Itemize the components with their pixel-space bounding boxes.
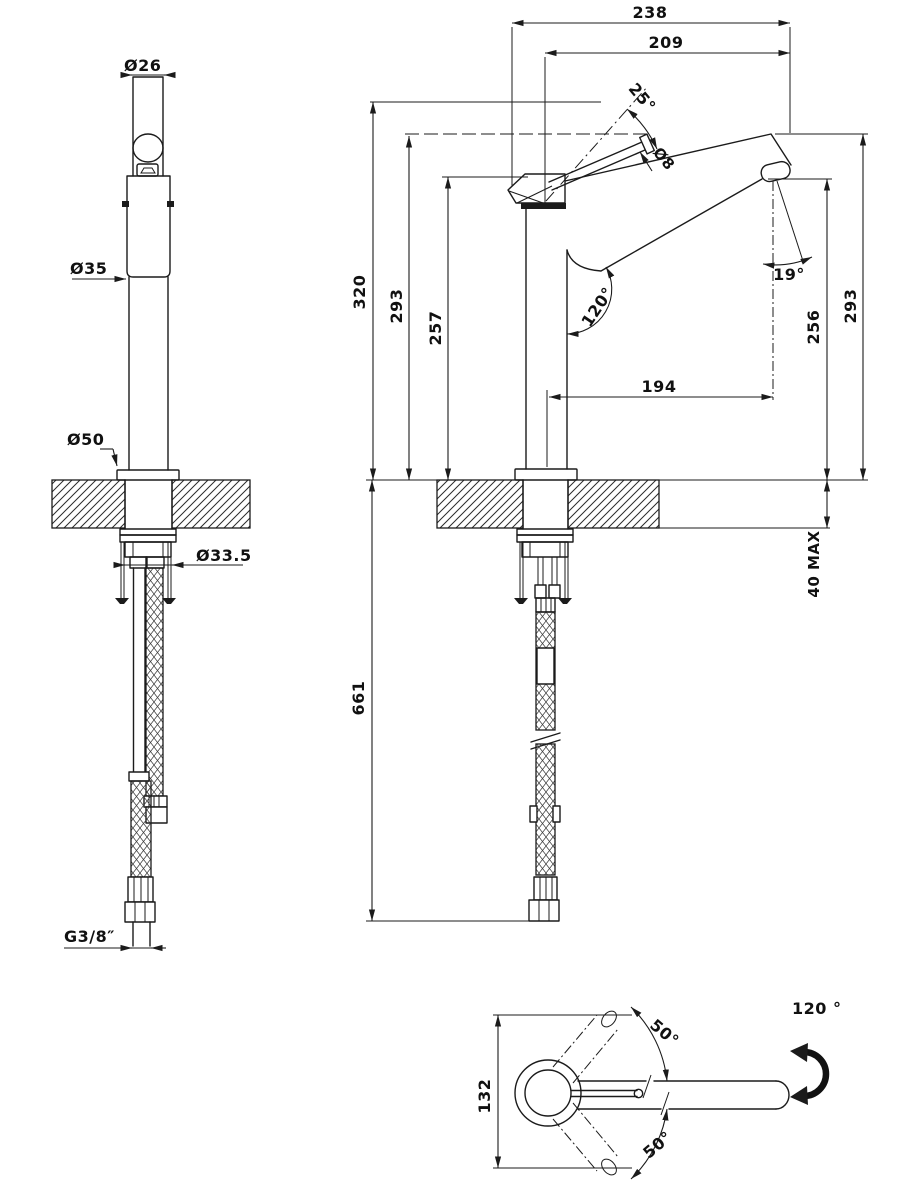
dim-spout-reach: 209 (649, 33, 684, 52)
dim-hole-diameter: Ø33.5 (196, 546, 252, 565)
dim-height-lever-top: 293 (387, 289, 406, 324)
dim-hose-length: 661 (349, 681, 368, 716)
dim-height-lever-raised: 320 (350, 275, 369, 310)
side-view-dimensions (366, 19, 868, 922)
dim-overall-depth: 238 (633, 3, 668, 22)
dim-outlet-angle: 19° (773, 265, 805, 284)
dim-outlet-reach: 194 (642, 377, 677, 396)
dim-swing-width: 132 (475, 1079, 494, 1114)
dim-spout-tip-height: 293 (841, 289, 860, 324)
dim-deck-thickness: 40 MAX (805, 530, 823, 597)
dim-height-body-top: 257 (426, 311, 445, 346)
dim-supply-connection: G3/8″ (64, 927, 115, 946)
dim-spout-diameter: Ø26 (124, 56, 161, 75)
front-view-dimensions (64, 71, 243, 952)
dim-swivel-total: 120 ° (792, 999, 841, 1018)
top-view-dimensions (493, 1006, 669, 1180)
dim-base-diameter: Ø50 (67, 430, 104, 449)
side-view-linework (436, 133, 868, 922)
front-view-linework (51, 76, 251, 947)
dim-outlet-height: 256 (804, 310, 823, 345)
front-view: Ø26 Ø35 Ø50 Ø33.5 G3/8″ (51, 56, 252, 952)
dim-body-diameter: Ø35 (70, 259, 107, 278)
